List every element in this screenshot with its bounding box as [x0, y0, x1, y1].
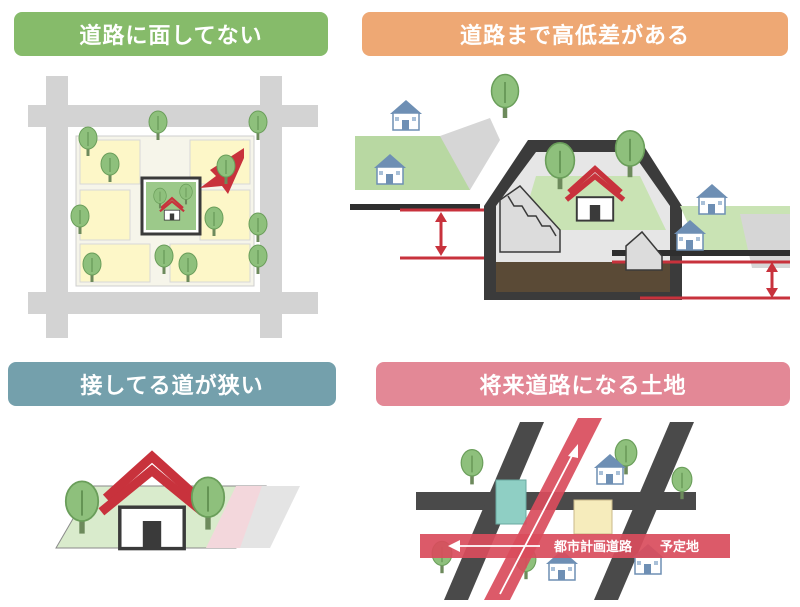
title-narrow-road: 接してる道が狭い — [8, 362, 336, 406]
title-no-road-access: 道路に面してない — [14, 12, 328, 56]
planned-site-caption: 予定地 — [660, 539, 699, 555]
height-difference-illustration — [350, 73, 790, 300]
title-height-difference: 道路まで高低差がある — [362, 12, 788, 56]
planned-road-caption: 都市計画道路 — [553, 539, 633, 555]
title-future-road: 将来道路になる土地 — [376, 362, 790, 406]
narrow-road-illustration — [55, 457, 300, 549]
no-road-access-illustration — [28, 76, 318, 338]
future-road-illustration: 都市計画道路 予定地 — [416, 418, 730, 600]
